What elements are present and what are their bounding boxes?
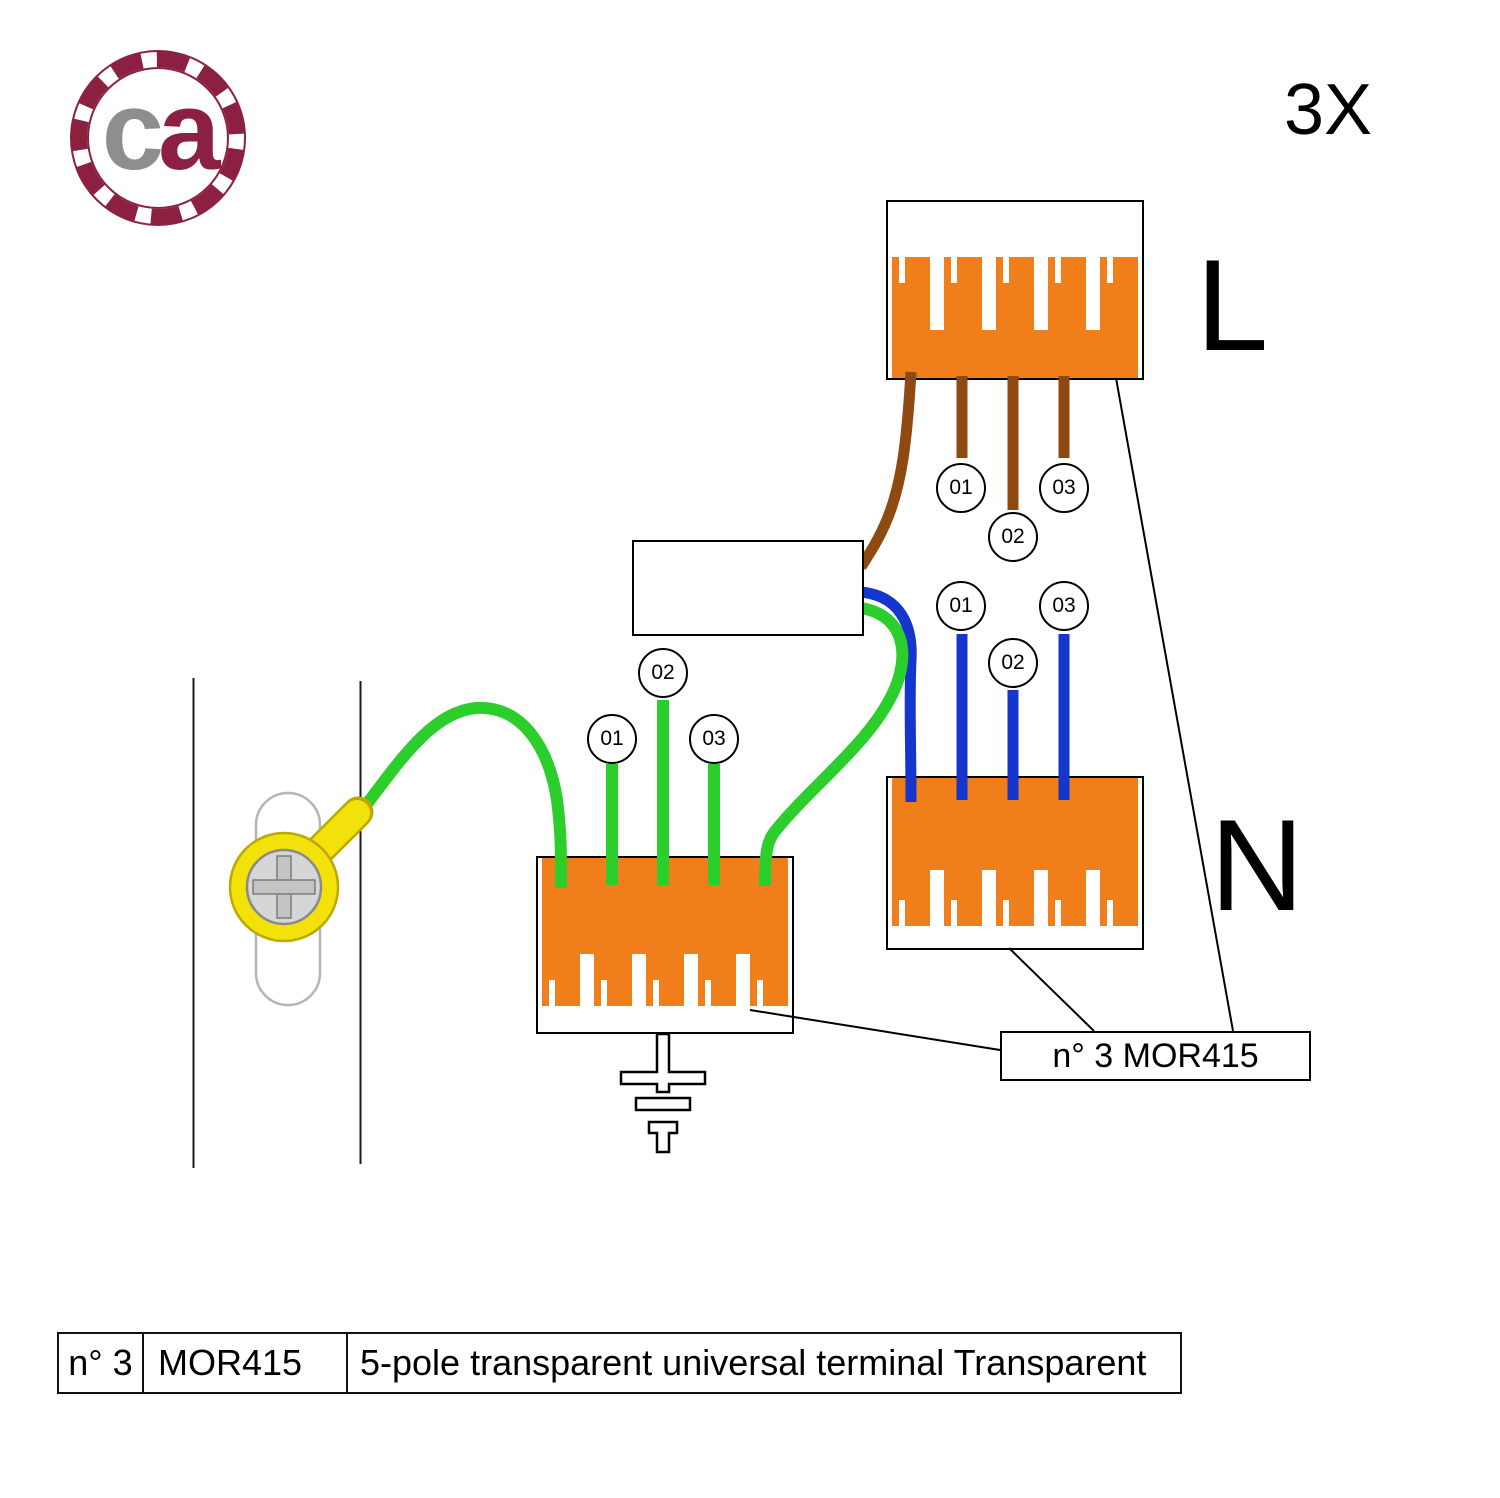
terminal-pole [944, 257, 982, 330]
terminal-pole [646, 954, 684, 1006]
neutral-block-comb [888, 870, 1142, 926]
wire-label-earth-03: 03 [689, 714, 739, 764]
wire-label-line-03: 03 [1039, 463, 1089, 513]
earth-block-comb [538, 954, 792, 1006]
neutral-block-white-strip [888, 926, 1142, 948]
parts-table: n° 3 MOR415 5-pole transparent universal… [57, 1332, 1182, 1394]
wire-label-line-02: 02 [988, 512, 1038, 562]
earth-symbol-icon [619, 1032, 707, 1154]
ring-terminal-sleeve-outline [306, 796, 374, 864]
earth-terminal-block [536, 856, 794, 1034]
quantity-label: 3X [1284, 70, 1373, 150]
terminal-pole [1048, 257, 1086, 330]
terminal-pole [1048, 870, 1086, 926]
line-block-base [892, 330, 1138, 378]
wire-label-line-01: 01 [936, 463, 986, 513]
terminal-pole [1100, 257, 1138, 330]
neutral-terminal-block [886, 776, 1144, 950]
logo-letter-c: c [101, 68, 164, 193]
terminal-pole [698, 954, 736, 1006]
neutral-block-base [892, 778, 1138, 870]
leader-line-from-neutral-block [1008, 947, 1095, 1032]
terminal-pole [1100, 870, 1138, 926]
terminal-pole [542, 954, 580, 1006]
earth-block-white-strip [538, 1006, 792, 1032]
table-qty-cell: n° 3 [59, 1334, 144, 1392]
ring-terminal-screw [245, 848, 323, 926]
neutral-label: N [1210, 792, 1304, 938]
earth-wire-from-box [759, 602, 909, 887]
line-terminal-block [886, 200, 1144, 380]
line-wire-curved [856, 371, 917, 570]
line-label: L [1196, 232, 1269, 378]
wire-label-neutral-03: 03 [1039, 581, 1089, 631]
ring-terminal-eyelet [228, 831, 340, 943]
terminal-pole [594, 954, 632, 1006]
terminal-pole [750, 954, 788, 1006]
brand-logo-monogram: ca [102, 75, 221, 187]
line-block-comb [888, 257, 1142, 330]
ring-terminal-capsule [254, 791, 322, 1007]
brand-logo-rope-ring-icon: ca [72, 52, 244, 224]
earth-wire-from-eyelet [353, 701, 567, 889]
wire-label-neutral-01: 01 [936, 581, 986, 631]
table-desc-cell: 5-pole transparent universal terminal Tr… [360, 1342, 1147, 1383]
junction-box [632, 540, 864, 636]
callout-box: n° 3 MOR415 [1000, 1031, 1311, 1081]
earth-block-base [542, 858, 788, 954]
screw-phillips-cross-icon [252, 855, 316, 919]
terminal-pole [996, 870, 1034, 926]
neutral-wire-curved [860, 586, 917, 803]
terminal-pole [944, 870, 982, 926]
line-block-white-strip [888, 202, 1142, 257]
wire-label-neutral-02: 02 [988, 638, 1038, 688]
callout-label: n° 3 MOR415 [1052, 1036, 1259, 1075]
logo-letter-a: a [158, 68, 220, 193]
wire-label-earth-01: 01 [587, 714, 637, 764]
table-code-cell: MOR415 [144, 1334, 348, 1392]
ring-terminal-sleeve [310, 800, 370, 860]
terminal-pole [996, 257, 1034, 330]
terminal-pole [892, 870, 930, 926]
terminal-pole [892, 257, 930, 330]
wire-label-earth-02: 02 [638, 648, 688, 698]
